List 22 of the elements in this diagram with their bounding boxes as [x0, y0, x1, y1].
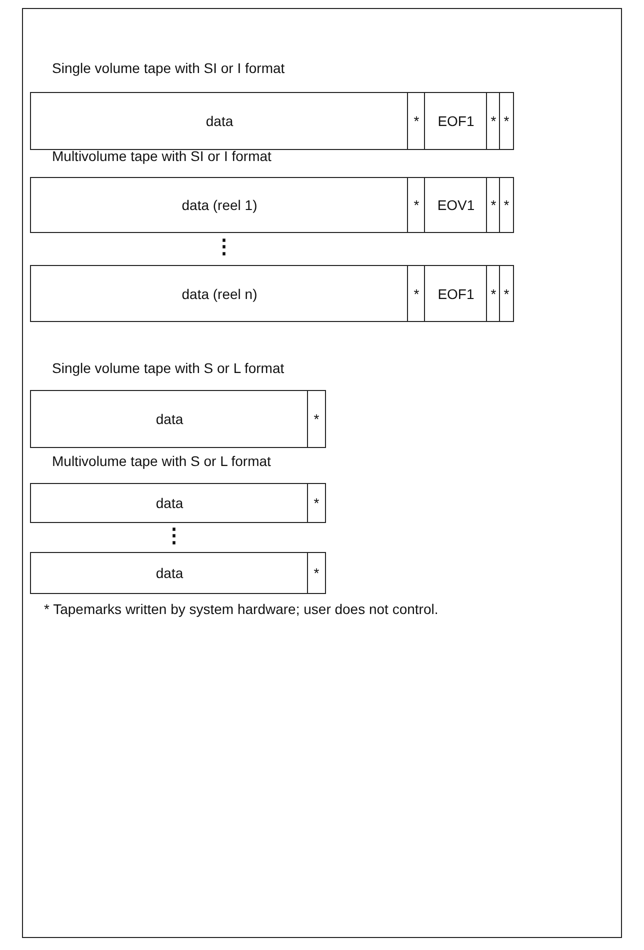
record-cell: EOV1	[424, 177, 488, 233]
tapemark-cell: *	[499, 177, 514, 233]
footnote: * Tapemarks written by system hardware; user does not control.	[44, 601, 440, 617]
tapemark-cell: *	[499, 265, 514, 322]
record-cell: data	[30, 92, 409, 150]
tapemark-cell: *	[307, 390, 326, 448]
section-title: Multivolume tape with SI or I format	[52, 148, 272, 164]
record-cell: EOF1	[424, 92, 488, 150]
continuation-dots: ⋮	[164, 526, 184, 546]
record-cell: data	[30, 483, 309, 523]
tapemark-cell: *	[307, 483, 326, 523]
section-title: Single volume tape with SI or I format	[52, 60, 286, 76]
record-cell: data (reel 1)	[30, 177, 409, 233]
section-title: Single volume tape with S or L format	[52, 360, 286, 376]
record-cell: data	[30, 552, 309, 594]
record-cell: EOF1	[424, 265, 488, 322]
section-title: Multivolume tape with S or L format	[52, 453, 272, 469]
tapemark-cell: *	[307, 552, 326, 594]
continuation-dots: ⋮	[214, 237, 234, 257]
record-cell: data (reel n)	[30, 265, 409, 322]
tapemark-cell: *	[499, 92, 514, 150]
record-cell: data	[30, 390, 309, 448]
